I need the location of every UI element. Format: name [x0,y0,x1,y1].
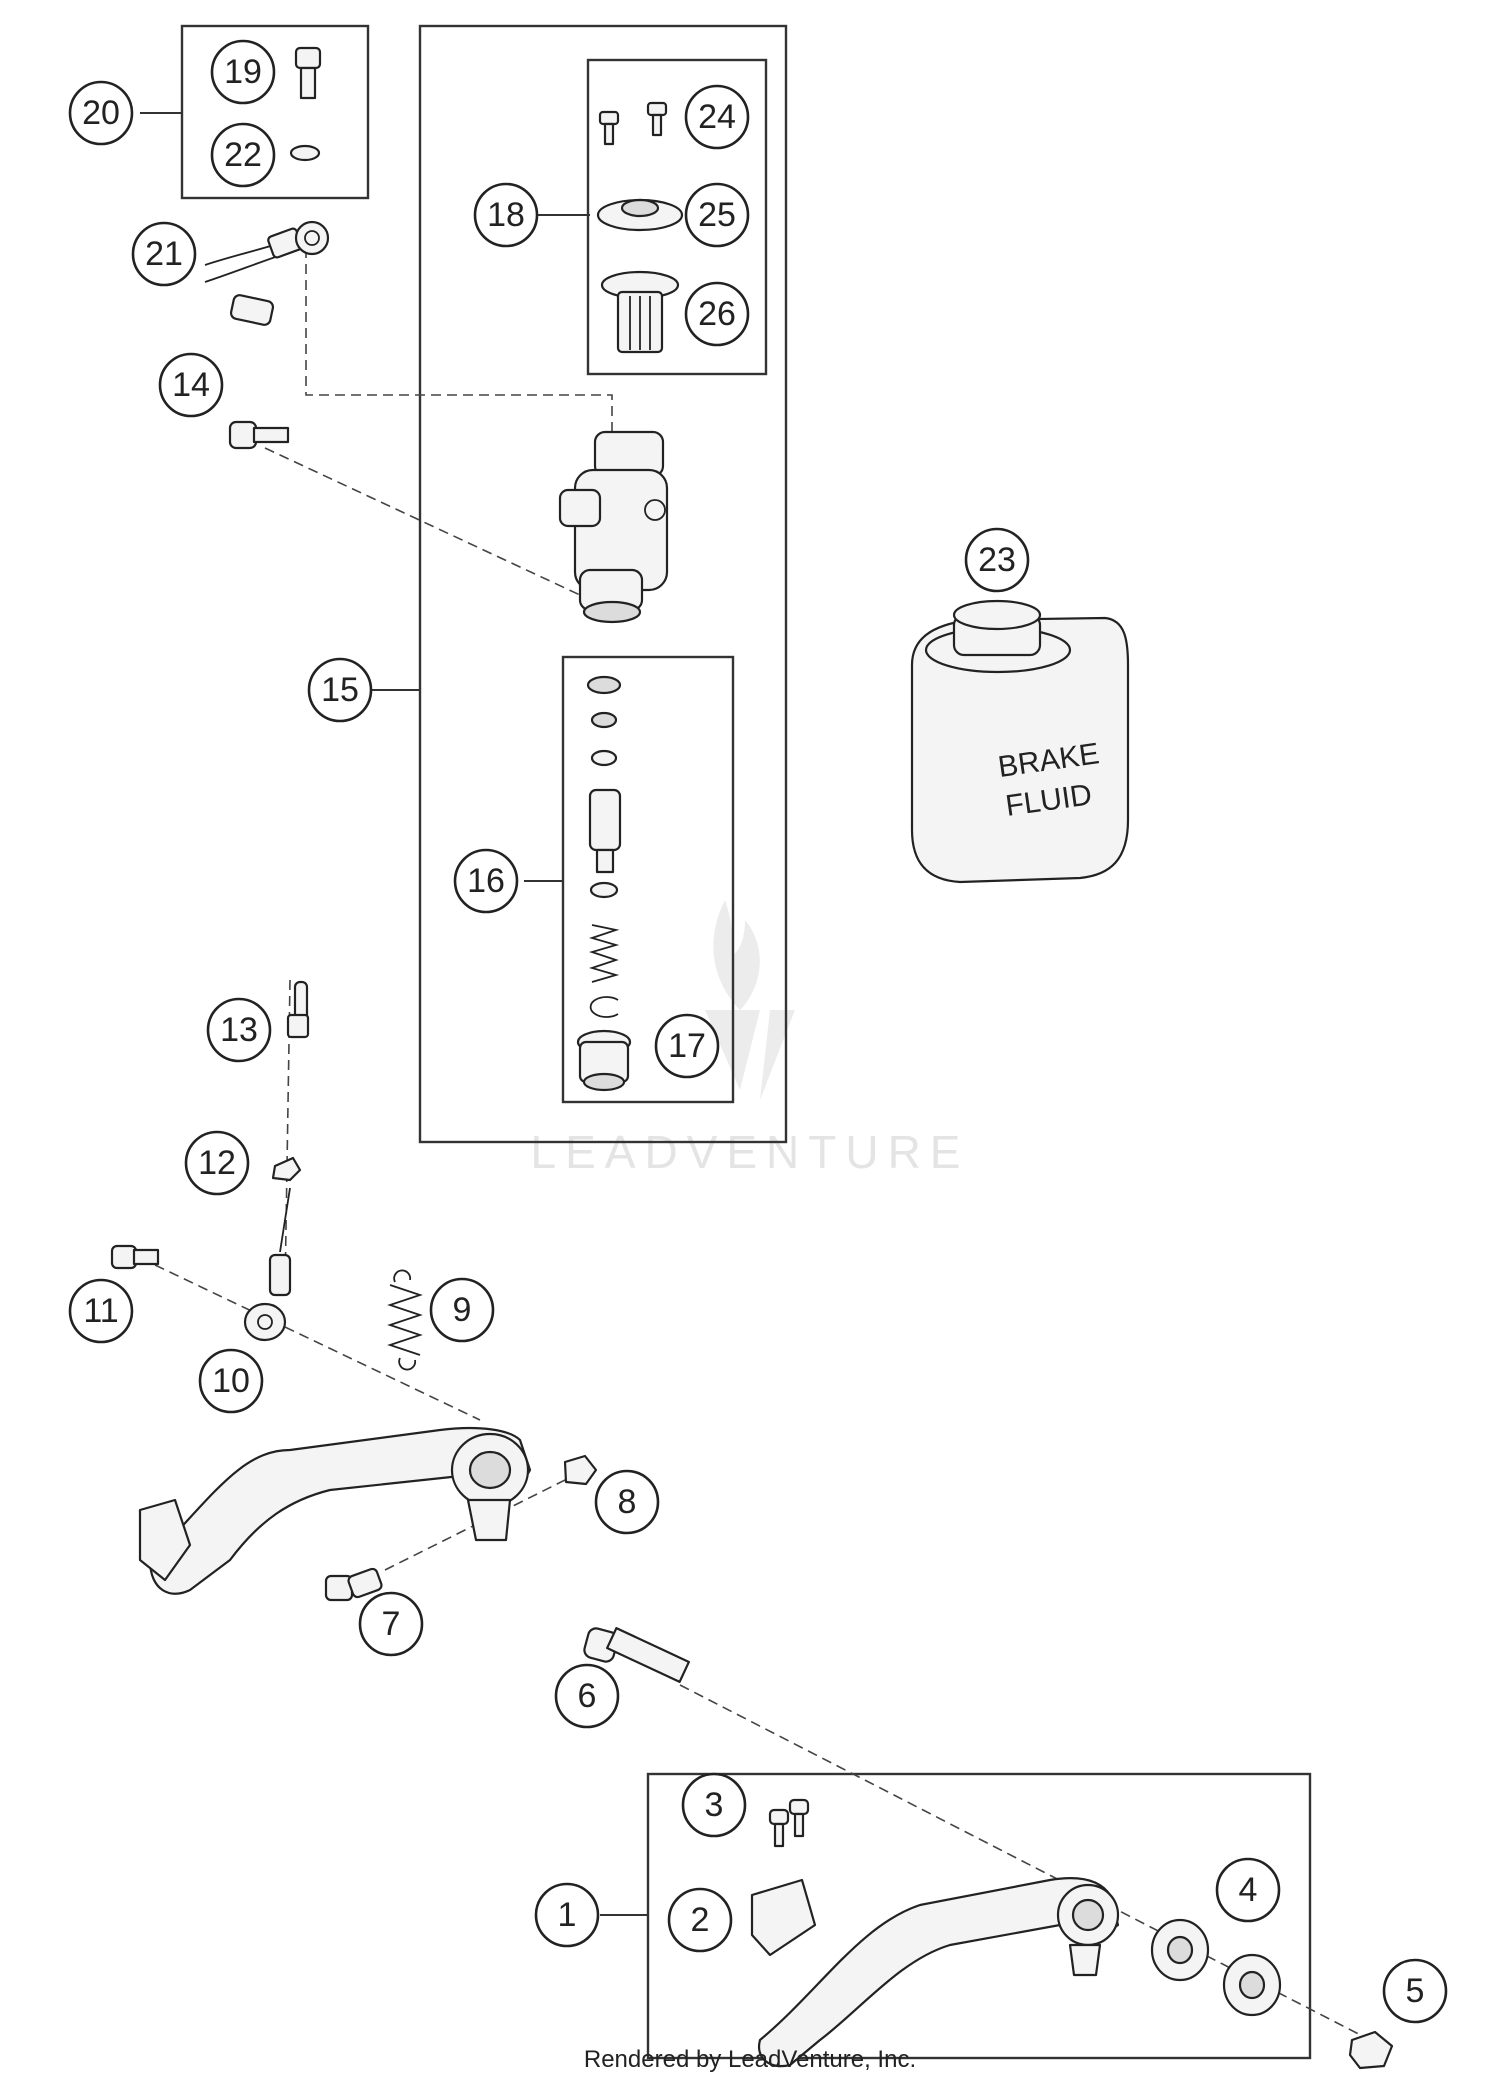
svg-text:19: 19 [224,53,262,91]
kit-box-15 [418,24,788,1144]
callout-19[interactable]: 19 [210,39,276,105]
svg-text:10: 10 [212,1362,250,1400]
bolt-6-drawing [583,1627,691,1683]
bushings-4-drawing [1150,1918,1282,2017]
svg-text:5: 5 [1406,1972,1425,2010]
reservoir-26-drawing [600,270,680,354]
callout-22[interactable]: 22 [210,122,276,188]
callout-2[interactable]: 2 [667,1887,733,1953]
svg-text:4: 4 [1239,1871,1258,1909]
nut-5-drawing [1348,2030,1394,2070]
kit-box-20 [180,24,370,200]
svg-text:15: 15 [321,671,359,709]
svg-text:26: 26 [698,295,736,333]
callout-23[interactable]: 23 [964,527,1030,593]
render-credit: Rendered by LeadVenture, Inc. [583,2046,917,2073]
callout-20[interactable]: 20 [68,80,134,146]
svg-text:6: 6 [578,1677,597,1715]
svg-text:7: 7 [382,1605,401,1643]
svg-text:25: 25 [698,196,736,234]
pedal-step-2-drawing [750,1878,817,1957]
svg-text:23: 23 [978,541,1016,579]
svg-text:24: 24 [698,98,736,136]
watermark-text: LEADVENTURE [531,1126,970,1178]
pushrod-13-drawing [286,980,310,1039]
callout-8[interactable]: 8 [594,1469,660,1535]
washer-22-drawing [289,144,321,162]
svg-text:17: 17 [668,1027,706,1065]
svg-text:20: 20 [82,94,120,132]
svg-text:11: 11 [83,1292,118,1330]
svg-text:16: 16 [467,862,505,900]
svg-text:21: 21 [145,235,183,273]
repair-kit-16-drawing [586,675,622,1018]
callout-18[interactable]: 18 [473,182,539,248]
watermark-logo [705,900,795,1100]
callout-10[interactable]: 10 [198,1348,264,1414]
callout-15[interactable]: 15 [307,657,373,723]
svg-text:18: 18 [487,196,525,234]
spring-9-drawing [387,1269,423,1371]
callout-16[interactable]: 16 [453,848,519,914]
screws-24-drawing [598,101,668,146]
nut-8-drawing [563,1454,598,1486]
bolt-11-drawing [110,1244,160,1270]
callout-12[interactable]: 12 [184,1130,250,1196]
brake-hose-21-drawing [204,220,330,283]
master-cylinder-15-drawing [558,430,669,624]
callout-9[interactable]: 9 [429,1277,495,1343]
callout-24[interactable]: 24 [684,84,750,150]
svg-text:9: 9 [453,1291,472,1329]
screws-3-drawing [768,1798,810,1848]
brake-fluid-bottle-23-drawing: BRAKE FLUID [910,599,1130,884]
kit-box-18 [586,58,768,376]
reservoir-cap-25-drawing [596,198,684,232]
callout-17[interactable]: 17 [654,1013,720,1079]
svg-text:22: 22 [224,136,262,174]
bolt-19-drawing [294,46,322,100]
bolt-14-drawing [228,294,290,450]
callout-13[interactable]: 13 [206,997,272,1063]
brake-pedal-drawing [138,1426,532,1595]
callout-4[interactable]: 4 [1215,1857,1281,1923]
brake-pedal-1-drawing [757,1877,1120,2068]
svg-text:12: 12 [198,1144,236,1182]
pin-7-drawing [324,1567,383,1602]
svg-text:2: 2 [691,1901,710,1939]
callout-14[interactable]: 14 [158,352,224,418]
svg-text:13: 13 [220,1011,258,1049]
kit-box-16 [561,655,735,1104]
callout-5[interactable]: 5 [1382,1958,1448,2024]
callout-25[interactable]: 25 [684,182,750,248]
callout-6[interactable]: 6 [554,1663,620,1729]
piston-cup-17-drawing [576,1029,632,1092]
svg-text:1: 1 [558,1896,577,1934]
callout-1[interactable]: 1 [534,1882,600,1948]
callout-21[interactable]: 21 [131,221,197,287]
callout-26[interactable]: 26 [684,281,750,347]
svg-text:8: 8 [618,1483,637,1521]
svg-text:14: 14 [172,366,210,404]
callout-3[interactable]: 3 [681,1772,747,1838]
clevis-10-drawing [243,1187,292,1342]
svg-text:3: 3 [705,1786,724,1824]
callout-11[interactable]: 11 [68,1278,134,1344]
callout-7[interactable]: 7 [358,1591,424,1657]
nut-12-drawing [271,1156,302,1182]
